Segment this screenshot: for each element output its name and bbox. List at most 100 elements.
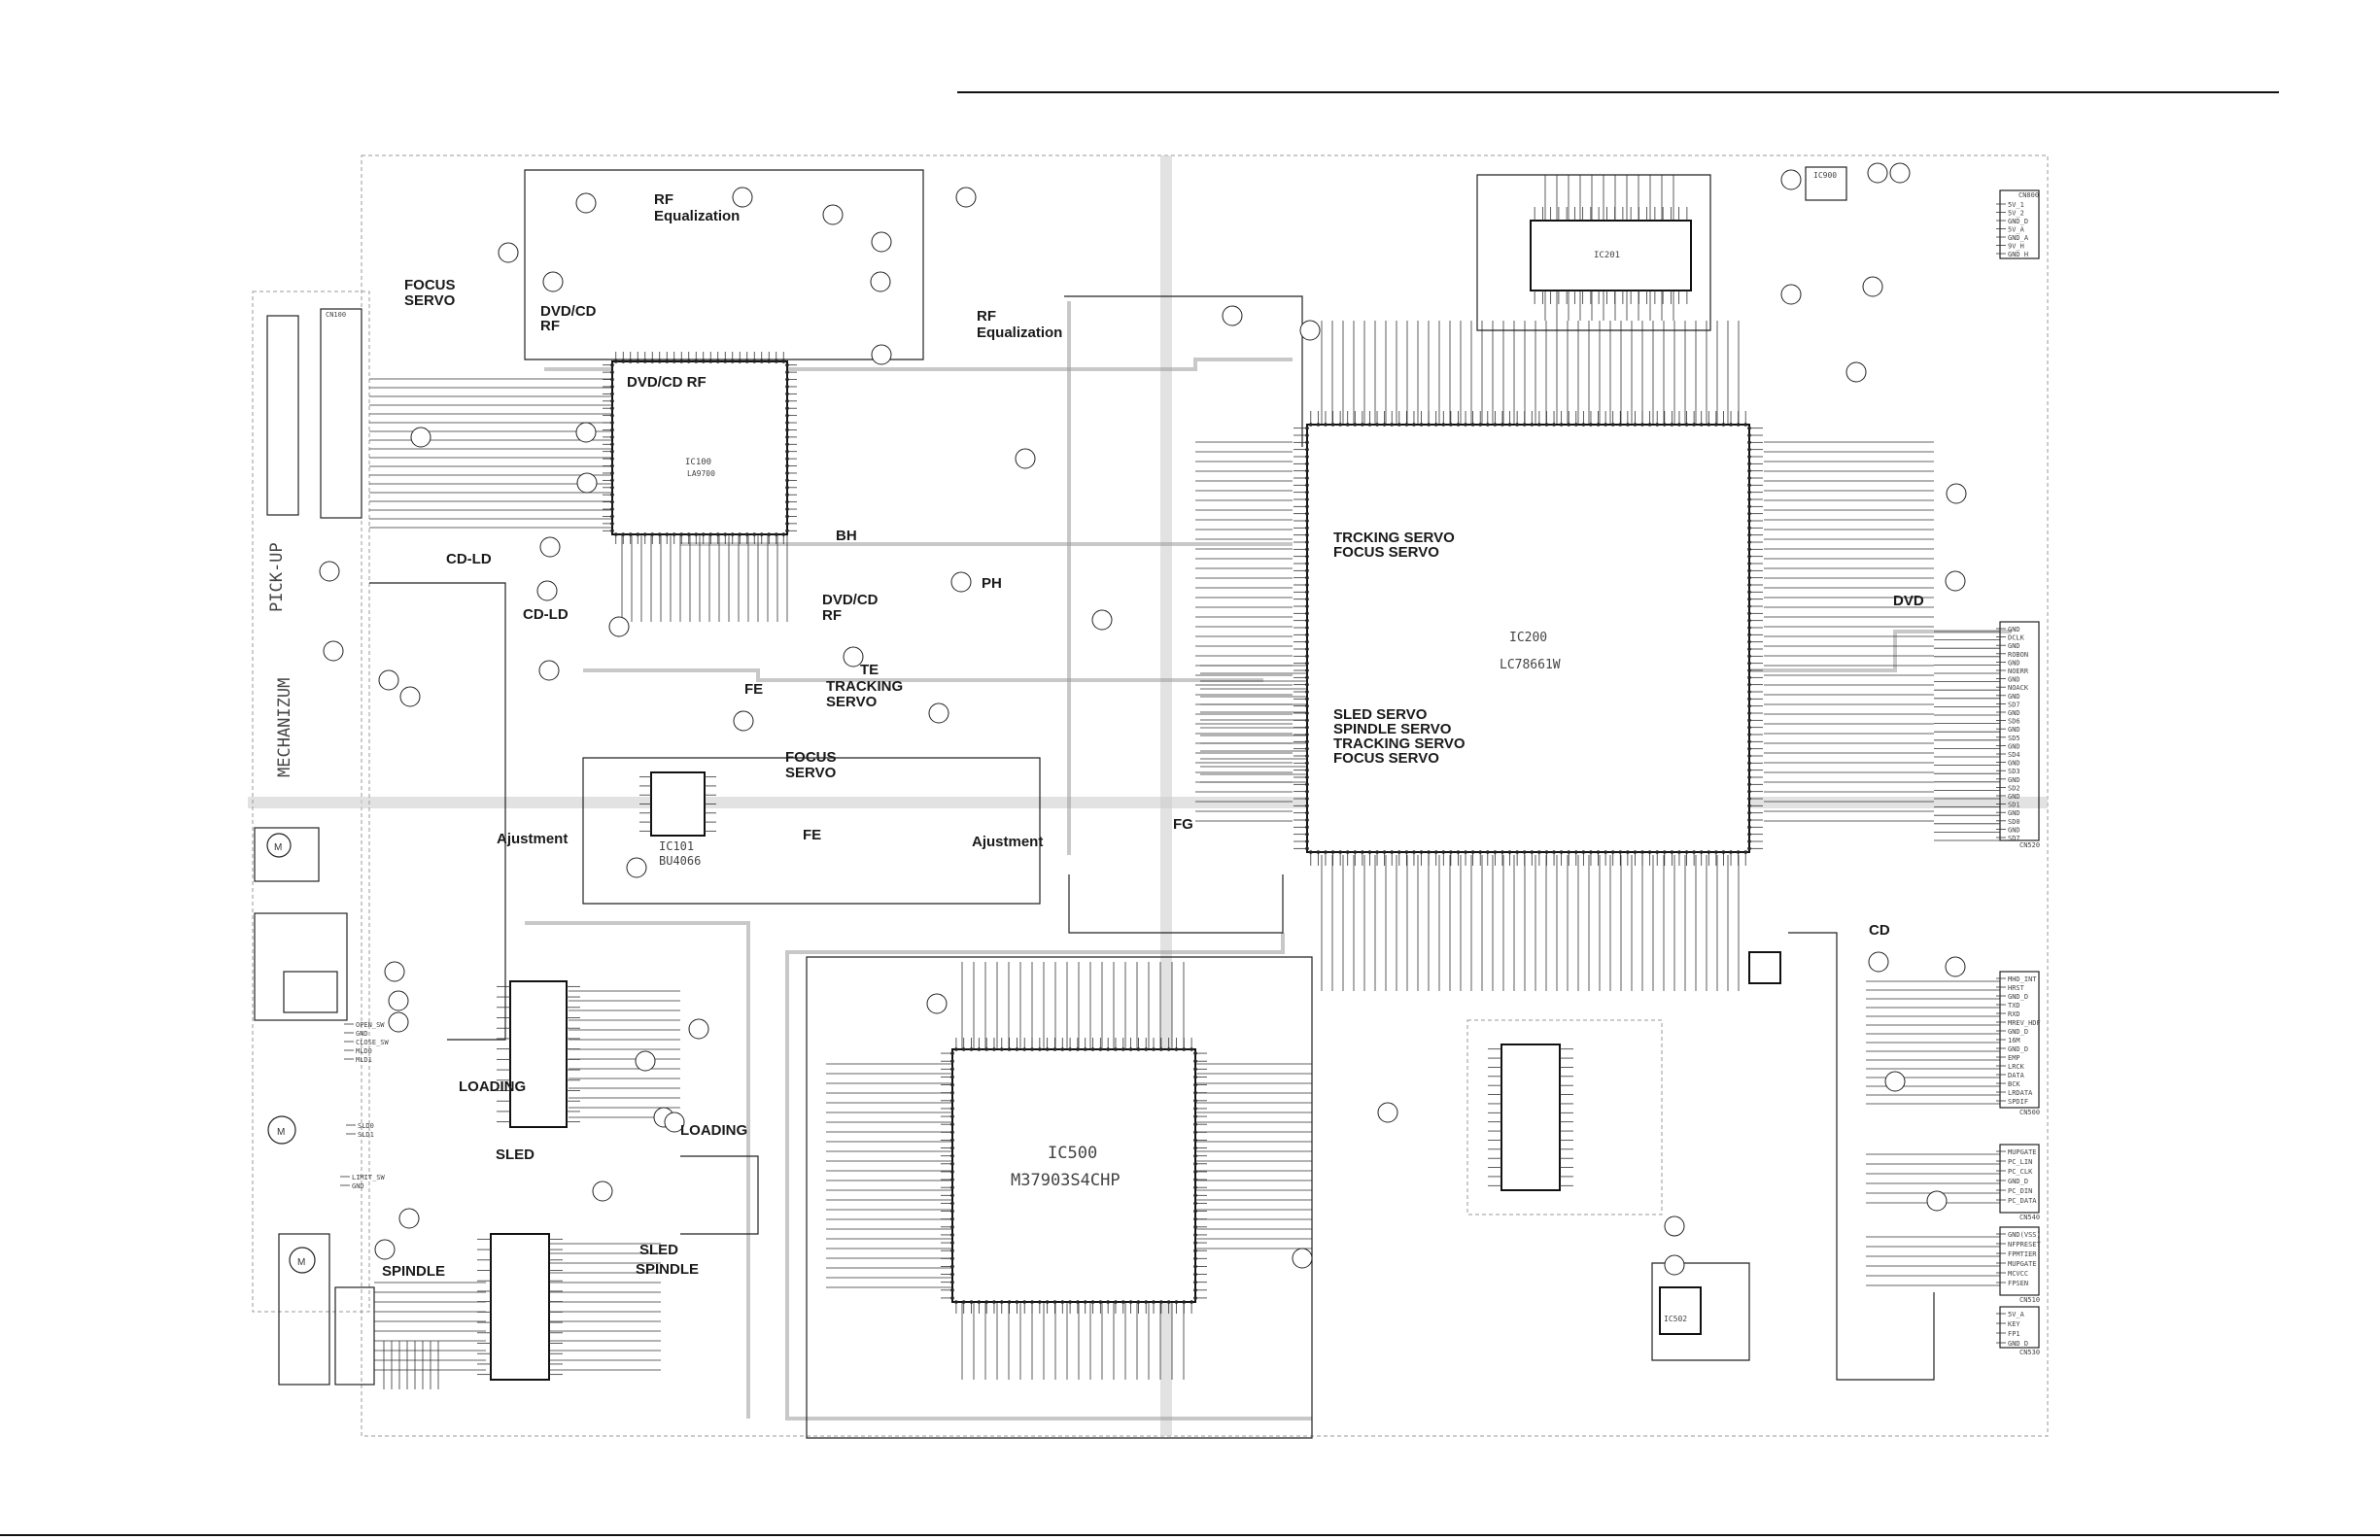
connector-pin-label: LRDATA	[2008, 1089, 2033, 1097]
voltage-test-point	[843, 646, 864, 667]
voltage-test-point	[1299, 320, 1321, 341]
cn510-connector: CN510	[1999, 1226, 2040, 1304]
connector-pin-label: 9V_H	[2008, 243, 2024, 251]
label-sled-servo: SLED SERVO	[1333, 706, 1428, 723]
bus-e	[525, 921, 750, 1419]
label-tracking-b: SERVO	[826, 694, 878, 710]
connector-pin-label: BCK	[2008, 1080, 2020, 1088]
svg-text:CN500: CN500	[2019, 1109, 2040, 1116]
voltage-test-point	[536, 580, 558, 601]
label-focus-servo-d: FOCUS SERVO	[1333, 750, 1439, 767]
label-dvd-cd-rf-2a: DVD/CD	[822, 592, 879, 608]
connector-pin-label: GND(VSS)	[2008, 1231, 2041, 1239]
voltage-test-point	[871, 231, 892, 253]
connector-pin-label: DCLK	[2008, 634, 2025, 642]
connector-pin-label: RXD	[2008, 1010, 2020, 1018]
ic500-label: IC500	[1048, 1144, 1097, 1163]
label-te: TE	[860, 662, 879, 678]
voltage-test-points	[319, 162, 1967, 1276]
voltage-test-point	[323, 640, 344, 662]
ic200-part: LC78661W	[1500, 658, 1561, 672]
voltage-test-point	[626, 857, 647, 878]
voltage-test-point	[1015, 448, 1036, 469]
connector-pin-label: GND_D	[2008, 1340, 2028, 1348]
connector-pin-label: PC_DATA	[2008, 1197, 2037, 1205]
label-focus-servo-c: FOCUS SERVO	[1333, 544, 1439, 561]
label-rf-eq-1b: Equalization	[654, 208, 740, 224]
ic101-part: BU4066	[659, 854, 701, 868]
label-bh: BH	[836, 528, 857, 544]
connector-pin-label: LIMIT_SW	[352, 1174, 386, 1181]
board-outline	[361, 154, 2049, 1437]
label-spindle-2: SPINDLE	[636, 1261, 699, 1278]
connector-pin-label: GND_D	[2008, 1178, 2028, 1185]
connector-pin-label: GND_H	[2008, 251, 2028, 258]
voltage-test-point	[539, 536, 561, 558]
voltage-test-point	[1222, 305, 1243, 326]
label-rf-eq-1: RF	[654, 191, 673, 208]
voltage-test-point	[688, 1018, 709, 1040]
voltage-test-point	[664, 1112, 685, 1133]
label-dvd-cd-rf: DVD/CD RF	[627, 374, 707, 391]
voltage-test-point	[1862, 276, 1883, 297]
label-cd-ld: CD-LD	[446, 551, 492, 567]
voltage-test-point	[384, 961, 405, 982]
voltage-test-point	[1884, 1071, 1906, 1092]
connector-pin-label: HRST	[2008, 984, 2025, 992]
connector-pin-label: SPDIF	[2008, 1098, 2028, 1106]
connector-pin-label: GND	[352, 1182, 364, 1190]
label-sled-2: SLED	[639, 1242, 678, 1258]
label-ajustment-l: Ajustment	[497, 831, 568, 847]
connector-pin-label: SD7	[2008, 835, 2020, 842]
memory-chip	[1500, 1044, 1561, 1191]
ic500-chip	[951, 1048, 1196, 1303]
voltage-test-point	[822, 204, 844, 225]
label-spindle-servo: SPINDLE SERVO	[1333, 721, 1452, 737]
connector-pin-label: GND	[2008, 659, 2020, 667]
connector-pin-label: FP1	[2008, 1330, 2020, 1338]
voltage-test-point	[733, 710, 754, 732]
connector-pin-label: TXD	[2008, 1002, 2020, 1010]
cn530-connector: CN530	[1999, 1306, 2040, 1356]
connector-pin-label: SD4	[2008, 751, 2020, 759]
bus-c	[583, 668, 1263, 682]
connector-pin-label: GND_D	[2008, 993, 2028, 1001]
voltage-test-point	[398, 1208, 420, 1229]
voltage-test-point	[575, 422, 597, 443]
connector-pin-label: GND	[2008, 626, 2020, 633]
connector-pin-label: SD0	[2008, 818, 2020, 826]
connector-pin-label: DATA	[2008, 1072, 2025, 1079]
ic200-chip	[1306, 424, 1750, 853]
ic100-part: LA9700	[687, 469, 715, 478]
svg-text:CN100: CN100	[326, 311, 346, 319]
voltage-test-point	[1091, 609, 1113, 631]
connector-pin-label: 5V_A	[2008, 226, 2025, 234]
voltage-test-point	[374, 1239, 396, 1260]
connector-pin-label: GND	[2008, 826, 2020, 834]
connector-pin-label: MLD1	[356, 1056, 372, 1064]
connector-pin-label: SD6	[2008, 718, 2020, 726]
voltage-test-point	[955, 187, 977, 208]
voltage-test-point	[1664, 1254, 1685, 1276]
voltage-test-point	[1946, 483, 1967, 504]
ic101-chip	[650, 771, 706, 837]
connector-pin-label: 5V_A	[2008, 1311, 2025, 1318]
voltage-test-point	[1867, 162, 1888, 184]
label-tracking-a: TRACKING	[826, 678, 903, 695]
connector-pin-label: 5V_2	[2008, 210, 2024, 218]
cn520-pin-labels: GNDDCLKGNDROBONGNDNOERRGNDNOACKGNDSD7GND…	[1996, 626, 2029, 842]
connector-pin-label: GND_D	[2008, 1045, 2028, 1053]
connector-pin-label: SD7	[2008, 701, 2020, 708]
voltage-test-point	[1292, 1248, 1313, 1269]
voltage-test-point	[608, 616, 630, 637]
voltage-test-point	[319, 561, 340, 582]
svg-text:CN800: CN800	[2018, 191, 2039, 199]
connector-pin-label: GND	[356, 1030, 368, 1038]
label-ajustment-r: Ajustment	[972, 834, 1043, 850]
label-focus-servo: FOCUS	[404, 277, 456, 293]
